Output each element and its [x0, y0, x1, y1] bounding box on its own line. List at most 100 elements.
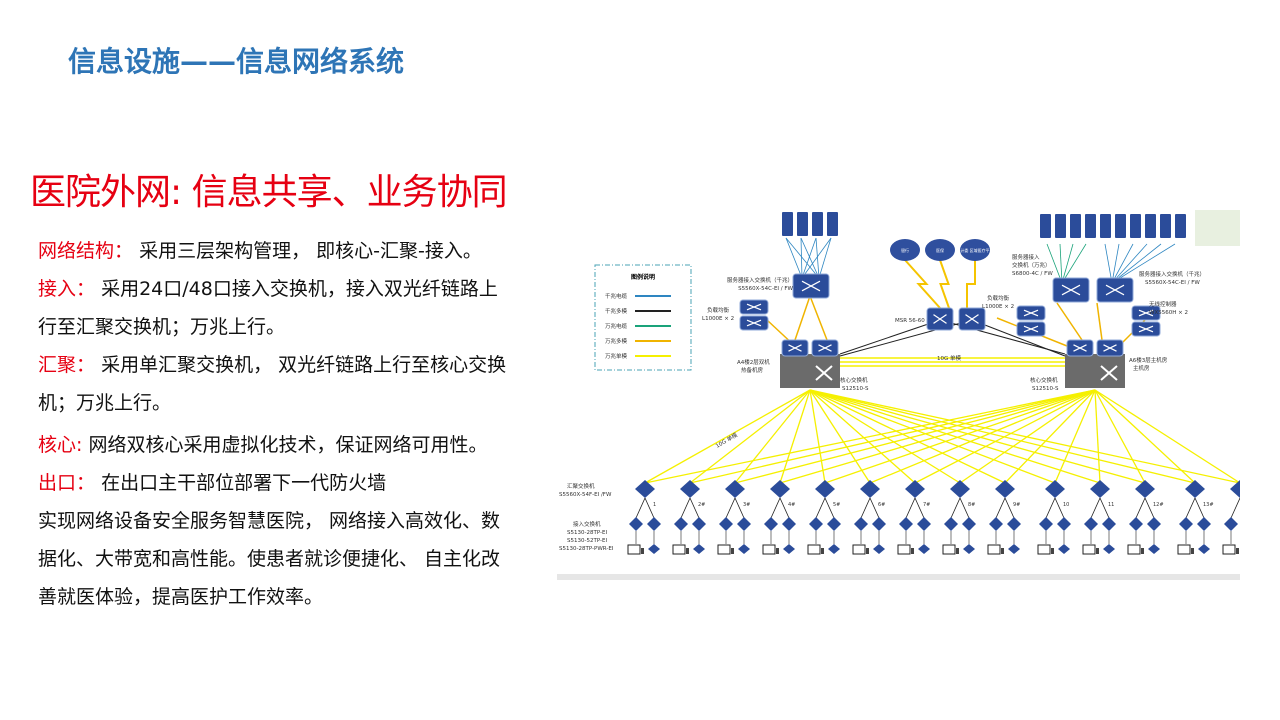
agg-switch-icon [995, 480, 1015, 498]
server-icon [812, 212, 823, 236]
switch-arrows-icon [746, 319, 762, 327]
uplink-line [1004, 389, 1096, 484]
agg-number-label: 6# [878, 502, 885, 508]
legend-box [594, 264, 692, 371]
uplink-line [644, 389, 811, 484]
agg-switch-icon [725, 480, 745, 498]
agg-number-label: 7# [923, 502, 930, 508]
switch-arrows-icon [1138, 309, 1154, 317]
router-link-line [839, 319, 941, 355]
access-link-line [1099, 497, 1110, 519]
access-switch-model-3: S5130-28TP-PWR-EI [559, 546, 614, 552]
access-switch-icon [1147, 517, 1161, 531]
agg-switch-name: 汇聚交换机 [567, 482, 595, 490]
access-switch-icon [872, 517, 886, 531]
access-label: 接入： [38, 278, 96, 300]
uplink-line [1094, 389, 1101, 484]
access-switch-icon [737, 517, 751, 531]
left-server-switch-name: 服务器接入交换机（千兆） [727, 276, 793, 284]
uplink-line [734, 389, 811, 484]
server-link-line [801, 237, 832, 279]
cloud-label: 卫计委 区域医疗平台 [956, 247, 993, 253]
uplink-line [809, 389, 916, 484]
server-link-line [1111, 243, 1162, 284]
ap-icon [963, 544, 975, 554]
links [635, 237, 1240, 544]
access-link-line [1135, 497, 1146, 519]
phone-icon [911, 548, 914, 554]
uplink-line [809, 389, 1146, 484]
right-10g-switch-1: 服务器接入 [1012, 253, 1040, 261]
server-link-line [800, 237, 803, 279]
agg-number-label: 9# [1013, 502, 1020, 508]
structure-line: 网络结构： 采用三层架构管理， 即核心-汇聚-接入。 [38, 232, 553, 270]
access-link-line [1230, 497, 1240, 519]
core-arrows-icon [815, 365, 833, 381]
uplink-line [734, 389, 1096, 484]
server-icon [797, 212, 808, 236]
cloud-icon [960, 239, 990, 261]
uplink-line [809, 389, 1006, 484]
agg-number-label: 12# [1153, 502, 1164, 508]
pc-icon [1037, 544, 1051, 555]
agg-number-label: 5# [833, 502, 840, 508]
server-icon [1100, 214, 1111, 238]
access-line-2: 行至汇聚交换机；万兆上行。 [38, 316, 286, 338]
server-link-line [815, 237, 820, 279]
right-10g-switch-2: 交换机（万兆） [1012, 261, 1051, 269]
agg-number-label: 3# [743, 502, 750, 508]
server-icon [1085, 214, 1096, 238]
access-switch-icon [917, 517, 931, 531]
access-link-line [1194, 497, 1205, 519]
ap-icon [783, 544, 795, 554]
ap-icon [1103, 544, 1115, 554]
access-link-line [1090, 497, 1101, 519]
pc-icon [1222, 544, 1236, 555]
server-icon [1070, 214, 1081, 238]
access-link-line [680, 497, 691, 519]
uplink-line [644, 389, 1096, 484]
ap-icon [1198, 544, 1210, 554]
phone-icon [1141, 548, 1144, 554]
agg-switch-icon [1045, 480, 1065, 498]
agg-number-label: 11 [1108, 502, 1114, 508]
legend-title: 图例说明 [631, 273, 655, 281]
access-switch-icon [944, 517, 958, 531]
server-link-line [800, 237, 820, 279]
right-core-name: 核心交换机 [1030, 376, 1058, 384]
summary-line-1: 实现网络设备安全服务智慧医院， 网络接入高效化、数 [38, 510, 501, 532]
uplink-line [809, 389, 871, 484]
access-link-line [689, 497, 700, 519]
access-link-line [1045, 497, 1056, 519]
server-icon [782, 212, 793, 236]
legend-item-label: 万兆电缆 [605, 322, 628, 330]
access-link-line [770, 497, 781, 519]
core-line: 核心: 网络双核心采用虚拟化技术，保证网络可用性。 [38, 426, 553, 464]
link-10g-label: 10G 单模 [937, 354, 962, 362]
access-text: 采用24口/48口接入交换机，接入双光纤链路上 [101, 278, 498, 300]
left-core-room-2: 热备机房 [741, 366, 764, 374]
uplink-line [779, 389, 1096, 484]
server-icon [827, 212, 838, 236]
pc-icon [762, 544, 776, 555]
server-icon [1040, 214, 1051, 238]
server-link-line [801, 237, 817, 279]
phone-icon [776, 548, 779, 554]
uplink-label: 10G 单模 [714, 431, 739, 450]
right-10g-switch-model: S6800-4C / FW [1012, 271, 1053, 277]
uplink-line [809, 389, 1101, 484]
phone-icon [1096, 548, 1099, 554]
bottom-band [557, 574, 1240, 580]
access-link-line [779, 497, 790, 519]
agg-number-label: 2# [698, 502, 705, 508]
ap-icon [873, 544, 885, 554]
uplink-line [809, 389, 1240, 484]
access-link-line [914, 497, 925, 519]
uplink-line [809, 389, 1056, 484]
access-switch-model-2: S5130-52TP-EI [567, 538, 607, 544]
ap-icon [918, 544, 930, 554]
pc-icon [942, 544, 956, 555]
ap-icon [1148, 544, 1160, 554]
right-core-room-2: 主机房 [1133, 364, 1150, 372]
server-icon [1055, 214, 1066, 238]
